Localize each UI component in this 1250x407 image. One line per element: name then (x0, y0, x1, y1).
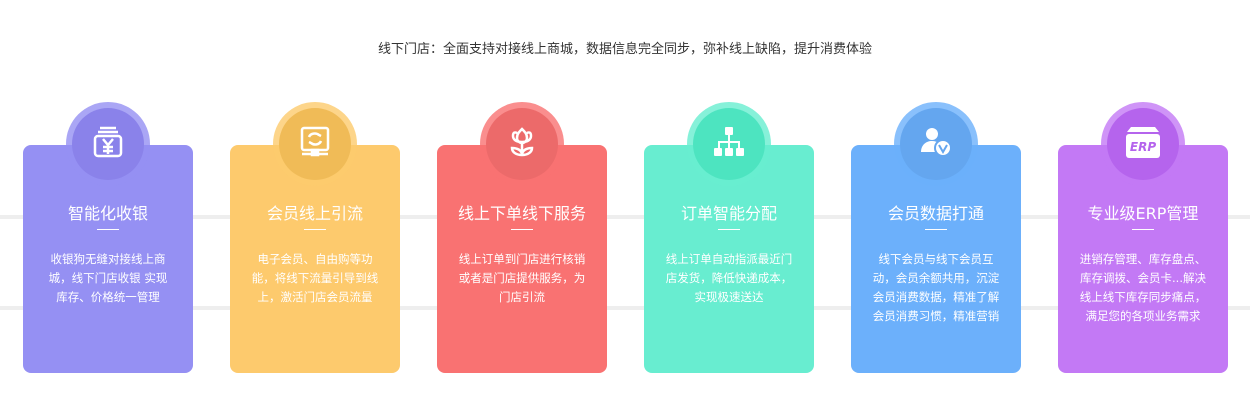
icon-badge (480, 102, 564, 186)
erp-label: ERP (1130, 140, 1156, 154)
monitor-sync-icon (297, 124, 333, 164)
flower-icon (504, 124, 540, 164)
icon-badge (66, 102, 150, 186)
title-divider (304, 229, 326, 230)
user-check-icon (918, 124, 954, 164)
card-description: 收银狗无缝对接线上商城，线下门店收银 实现库存、价格统一管理 (48, 252, 168, 304)
title-divider (718, 229, 740, 230)
feature-card: ERP 专业级ERP管理 进销存管理、库存盘点、库存调拨、会员卡...解决线上线… (1058, 102, 1228, 373)
feature-card: 会员线上引流 电子会员、自由购等功能，将线下流量引导到线上，激活门店会员流量 (230, 102, 400, 373)
card-title: 专业级ERP管理 (1087, 204, 1199, 223)
cash-register-yen-icon (90, 124, 126, 164)
icon-badge: ERP (1101, 102, 1185, 186)
title-divider (97, 229, 119, 230)
card-description: 线上订单到门店进行核销或者是门店提供服务，为门店引流 (458, 252, 586, 304)
feature-card: 会员数据打通 线下会员与线下会员互动，会员余额共用，沉淀会员消费数据，精准了解会… (851, 102, 1021, 373)
icon-badge (687, 102, 771, 186)
title-divider (925, 229, 947, 230)
card-title: 订单智能分配 (680, 204, 777, 223)
card-description: 线上订单自动指派最近门店发货，降低快递成本，实现极速送达 (665, 252, 793, 304)
icon-badge (273, 102, 357, 186)
card-title: 会员数据打通 (887, 204, 984, 223)
card-description: 进销存管理、库存盘点、库存调拨、会员卡...解决线上线下库存同步痛点，满足您的各… (1079, 252, 1207, 323)
title-divider (1132, 229, 1154, 230)
feature-card: 订单智能分配 线上订单自动指派最近门店发货，降低快递成本，实现极速送达 (644, 102, 814, 373)
card-description: 电子会员、自由购等功能，将线下流量引导到线上，激活门店会员流量 (251, 252, 379, 304)
feature-card: 智能化收银 收银狗无缝对接线上商城，线下门店收银 实现库存、价格统一管理 (23, 102, 193, 373)
card-title: 智能化收银 (67, 204, 148, 223)
card-description: 线下会员与线下会员互动，会员余额共用，沉淀会员消费数据，精准了解会员消费习惯，精… (872, 252, 1000, 323)
connector-line-bottom (0, 306, 1250, 310)
title-divider (511, 229, 533, 230)
section-headline: 线下门店：全面支持对接线上商城，数据信息完全同步，弥补线上缺陷，提升消费体验 (377, 42, 872, 57)
icon-badge (894, 102, 978, 186)
card-title: 会员线上引流 (266, 204, 363, 223)
hierarchy-icon (711, 124, 747, 164)
erp-box-icon: ERP (1123, 124, 1163, 164)
connector-line-top (0, 215, 1250, 219)
card-title: 线上下单线下服务 (457, 204, 586, 223)
feature-card: 线上下单线下服务 线上订单到门店进行核销或者是门店提供服务，为门店引流 (437, 102, 607, 373)
